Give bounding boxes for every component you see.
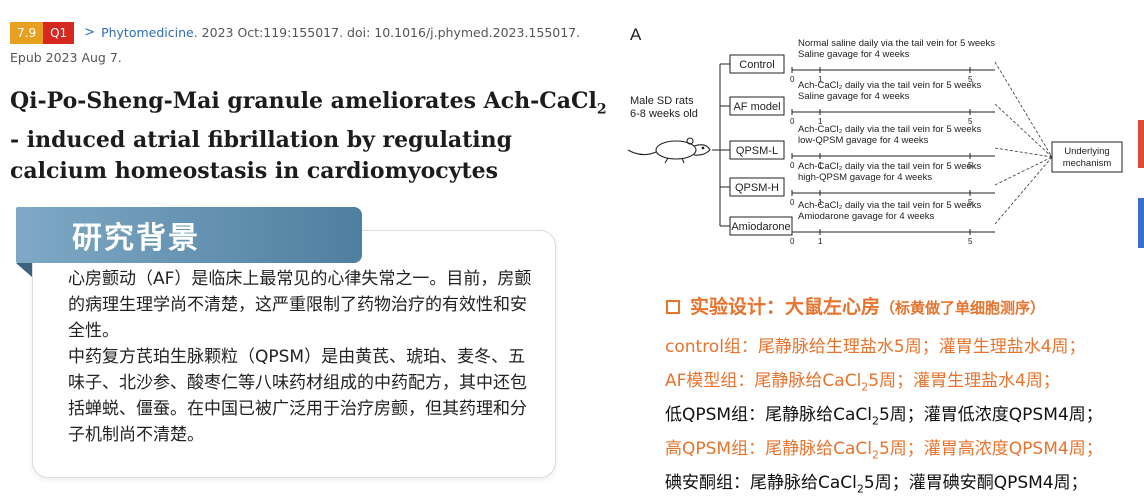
animal-label-2: 6-8 weeks old <box>630 108 698 120</box>
group-label-0: Control <box>739 59 774 71</box>
tick-label-4-1: 1 <box>818 237 823 246</box>
tick-label-2-2: 5 <box>968 161 973 170</box>
group-box-1 <box>729 96 785 116</box>
square-bullet-icon <box>666 300 680 314</box>
group-label-2: QPSM-L <box>736 145 778 157</box>
group-line2-1: Saline gavage for 4 weeks <box>798 91 910 102</box>
design-line-sub-3: 2 <box>871 448 879 462</box>
title-part1: Qi-Po-Sheng-Mai granule ameliorates Ach-… <box>10 88 597 114</box>
design-line-sub-1: 2 <box>861 380 869 394</box>
experiment-diagram: A Male SD rats 6-8 weeks old Control Norm… <box>620 18 1144 268</box>
tick-label-4-2: 5 <box>968 237 973 246</box>
design-line-1: AF模型组：尾静脉给CaCl25周；灌胃生理盐水4周； <box>665 366 1060 393</box>
design-line-sub-4: 2 <box>856 482 864 496</box>
panel-label: A <box>630 25 642 44</box>
design-line-text-2: 低QPSM组：尾静脉给CaCl <box>665 405 872 425</box>
design-line-text-4: 碘安酮组：尾静脉给CaCl <box>665 473 857 493</box>
outcome-box <box>1051 141 1123 173</box>
dashed-connector-4 <box>994 156 1053 225</box>
title-subscript: 2 <box>596 101 607 118</box>
background-ribbon <box>16 207 362 263</box>
paper-title: Qi-Po-Sheng-Mai granule ameliorates Ach-… <box>10 86 610 187</box>
group-box-0 <box>729 54 785 74</box>
background-text: 心房颤动（AF）是临床上最常见的心律失常之一。目前，房颤的病理生理学尚不清楚，这… <box>68 266 538 448</box>
dashed-connector-3 <box>994 156 1053 186</box>
group-line2-4: Amiodarone gavage for 4 weeks <box>798 211 934 222</box>
design-line-sub-2: 2 <box>871 414 879 428</box>
diagram-svg: A Male SD rats 6-8 weeks old Control Norm… <box>627 25 1123 246</box>
quartile-badge: Q1 <box>43 22 75 44</box>
design-line-4: 碘安酮组：尾静脉给CaCl25周；灌胃碘安酮QPSM4周； <box>665 468 1088 495</box>
group-line1-3: Ach-CaCl₂ daily via the tail vein for 5 … <box>798 161 981 172</box>
group-box-3 <box>729 177 785 197</box>
tick-label-4-0: 0 <box>790 237 795 246</box>
dashed-connector-0 <box>994 61 1053 158</box>
background-paragraph-1: 心房颤动（AF）是临床上最常见的心律失常之一。目前，房颤的病理生理学尚不清楚，这… <box>68 269 532 341</box>
design-line-3: 高QPSM组：尾静脉给CaCl25周；灌胃高浓度QPSM4周； <box>665 434 1103 461</box>
group-line2-3: high-QPSM gavage for 4 weeks <box>798 172 932 183</box>
group-line2-2: low-QPSM gavage for 4 weeks <box>798 135 929 146</box>
design-line-2: 低QPSM组：尾静脉给CaCl25周；灌胃低浓度QPSM4周； <box>665 400 1103 427</box>
background-card <box>32 230 556 478</box>
design-line-0: control组：尾静脉给生理盐水5周；灌胃生理盐水4周； <box>665 332 1086 357</box>
design-heading-text: 实验设计：大鼠左心房 <box>690 296 881 318</box>
tick-label-1-0: 0 <box>790 117 795 126</box>
group-label-3: QPSM-H <box>735 182 779 194</box>
group-line1-2: Ach-CaCl₂ daily via the tail vein for 5 … <box>798 124 981 135</box>
tick-label-0-2: 5 <box>968 75 973 84</box>
ribbon-fold <box>16 263 32 277</box>
tick-label-1-2: 5 <box>968 117 973 126</box>
tick-label-2-0: 0 <box>790 161 795 170</box>
background-heading: 研究背景 <box>72 221 200 256</box>
design-line-rest-4: 5周；灌胃碘安酮QPSM4周； <box>863 473 1088 493</box>
group-line1-1: Ach-CaCl₂ daily via the tail vein for 5 … <box>798 80 981 91</box>
group-label-4: Amiodarone <box>731 221 790 233</box>
edge-decoration-red <box>1138 120 1144 168</box>
design-line-rest-2: 5周；灌胃低浓度QPSM4周； <box>878 405 1103 425</box>
group-bracket <box>712 63 730 227</box>
epub-date: Epub 2023 Aug 7. <box>10 50 122 65</box>
tick-label-1-1: 1 <box>818 117 823 126</box>
title-part2: - induced atrial fibrillation by regulat… <box>10 127 513 185</box>
outcome-label-2: mechanism <box>1063 158 1112 169</box>
design-line-rest-3: 5周；灌胃高浓度QPSM4周； <box>878 439 1103 459</box>
group-label-1: AF model <box>733 101 780 113</box>
design-line-rest-1: 5周；灌胃生理盐水4周； <box>868 371 1060 391</box>
group-line1-0: Normal saline daily via the tail vein fo… <box>798 38 995 49</box>
group-line1-4: Ach-CaCl₂ daily via the tail vein for 5 … <box>798 200 981 211</box>
group-line2-0: Saline gavage for 4 weeks <box>798 49 910 60</box>
journal-link[interactable]: Phytomedicine. <box>101 25 198 40</box>
chevron-right-icon: > <box>84 25 96 40</box>
animal-label-1: Male SD rats <box>630 95 694 107</box>
edge-decoration-blue <box>1138 198 1144 248</box>
rat-icon <box>627 137 711 164</box>
tick-label-3-1: 1 <box>818 198 823 207</box>
design-line-text-0: control组：尾静脉给生理盐水5周；灌胃生理盐水4周； <box>665 337 1086 357</box>
design-heading: 实验设计：大鼠左心房（标黄做了单细胞测序） <box>666 292 1045 319</box>
citation-details: 2023 Oct:119:155017. doi: 10.1016/j.phym… <box>201 25 581 40</box>
outcome-label-1: Underlying <box>1064 146 1109 157</box>
design-line-text-1: AF模型组：尾静脉给CaCl <box>665 371 862 391</box>
dashed-connector-1 <box>994 103 1053 158</box>
background-paragraph-2: 中药复方芪珀生脉颗粒（QPSM）是由黄芪、琥珀、麦冬、五味子、北沙参、酸枣仁等八… <box>68 347 527 445</box>
tick-label-0-1: 1 <box>818 75 823 84</box>
tick-label-0-0: 0 <box>790 75 795 84</box>
design-heading-note: （标黄做了单细胞测序） <box>880 299 1046 317</box>
group-box-4 <box>729 216 793 236</box>
tick-label-2-1: 1 <box>818 161 823 170</box>
impact-factor-badge: 7.9 <box>10 22 44 44</box>
tick-label-3-0: 0 <box>790 198 795 207</box>
group-box-2 <box>729 140 785 160</box>
design-line-text-3: 高QPSM组：尾静脉给CaCl <box>665 439 872 459</box>
tick-label-3-2: 5 <box>968 198 973 207</box>
